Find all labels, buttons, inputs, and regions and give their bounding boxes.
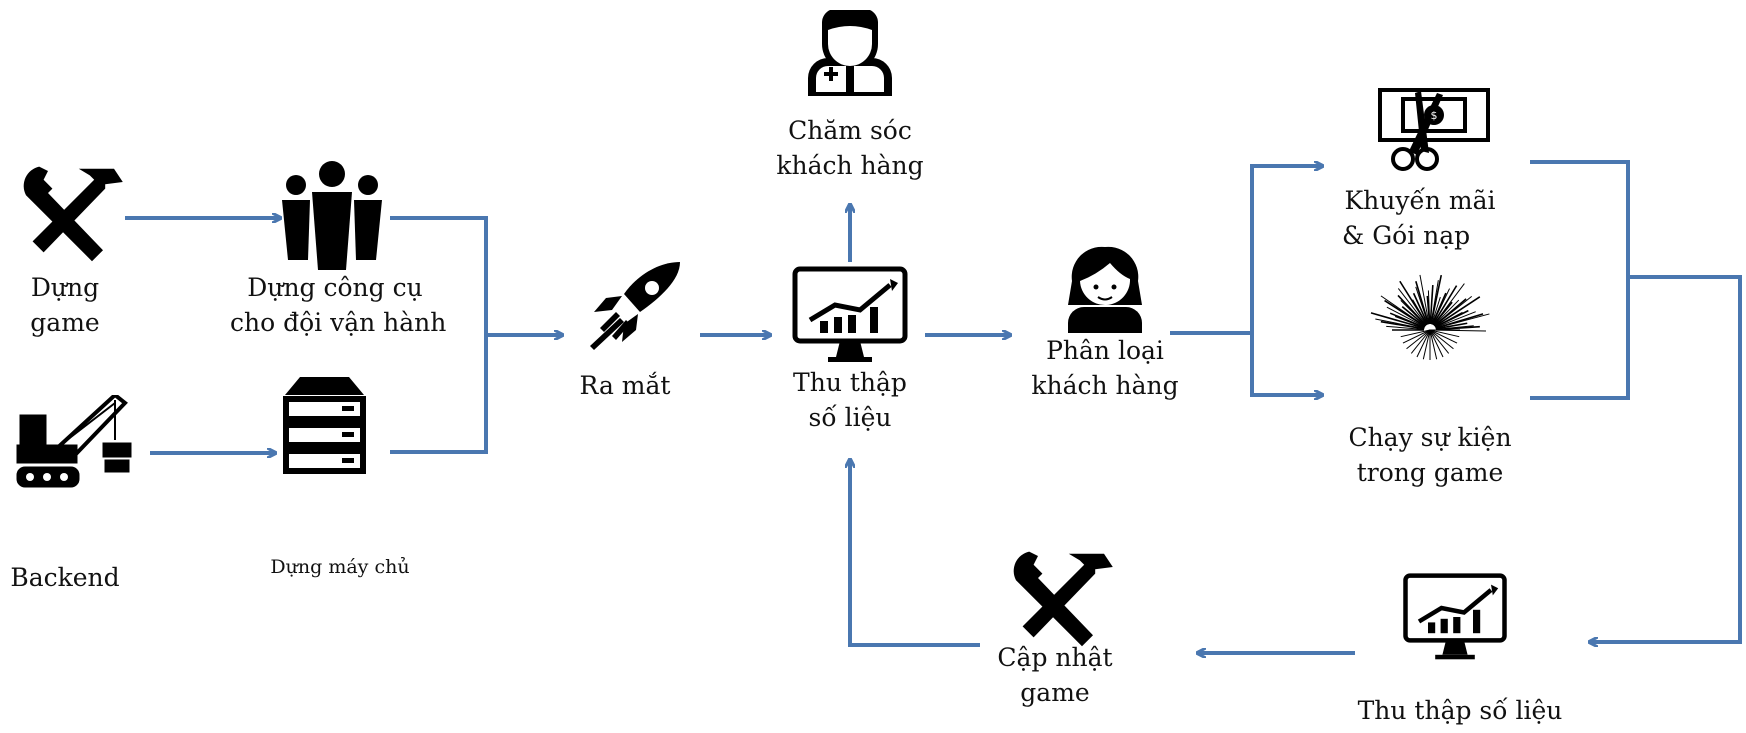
- label-dung-cong-cu: Dựng công cụ cho đội vận hành: [230, 273, 447, 337]
- server-icon: [283, 377, 366, 474]
- label-khuyen-mai: Khuyến mãi & Gói nạp: [1342, 186, 1496, 250]
- label-dung-may-chu: Dựng máy chủ: [270, 556, 410, 578]
- monitor-chart-icon: [1403, 573, 1507, 660]
- fireworks-icon: [1370, 274, 1490, 360]
- monitor-chart-icon: [792, 266, 908, 362]
- connector-khuyen-mai-merge: [1530, 160, 1630, 400]
- team-icon: [282, 161, 382, 270]
- doctor-icon: [808, 10, 892, 96]
- coupon-scissors-icon: $: [1378, 88, 1490, 171]
- label-dung-game: Dựng game: [30, 273, 100, 337]
- label-ra-mat: Ra mắt: [579, 371, 671, 400]
- wrench-hammer-icon: [23, 166, 123, 262]
- label-chay-su-kien: Chạy sự kiện trong game: [1348, 423, 1512, 487]
- girl-icon: [1068, 246, 1142, 333]
- label-cham-soc: Chăm sóc khách hàng: [776, 116, 924, 180]
- wrench-hammer-icon: [1013, 551, 1113, 647]
- svg-text:$: $: [1431, 109, 1438, 122]
- label-thu-thap-so-lieu: Thu thập số liệu: [793, 368, 907, 432]
- label-thu-thap-so-lieu-2: Thu thập số liệu: [1357, 696, 1563, 725]
- arrow-to-chay-su-kien: [1250, 330, 1322, 395]
- arrow-to-khuyen-mai: [1250, 166, 1322, 395]
- rocket-icon: [590, 262, 680, 350]
- label-backend: Backend: [10, 563, 120, 592]
- label-cap-nhat: Cập nhật game: [997, 643, 1113, 707]
- arrow-merge-to-thu-thap-2: [1590, 275, 1742, 642]
- label-phan-loai: Phân loại khách hàng: [1031, 336, 1179, 400]
- arrow-cap-nhat-to-thu-thap: [850, 460, 980, 647]
- crane-icon: [16, 395, 132, 488]
